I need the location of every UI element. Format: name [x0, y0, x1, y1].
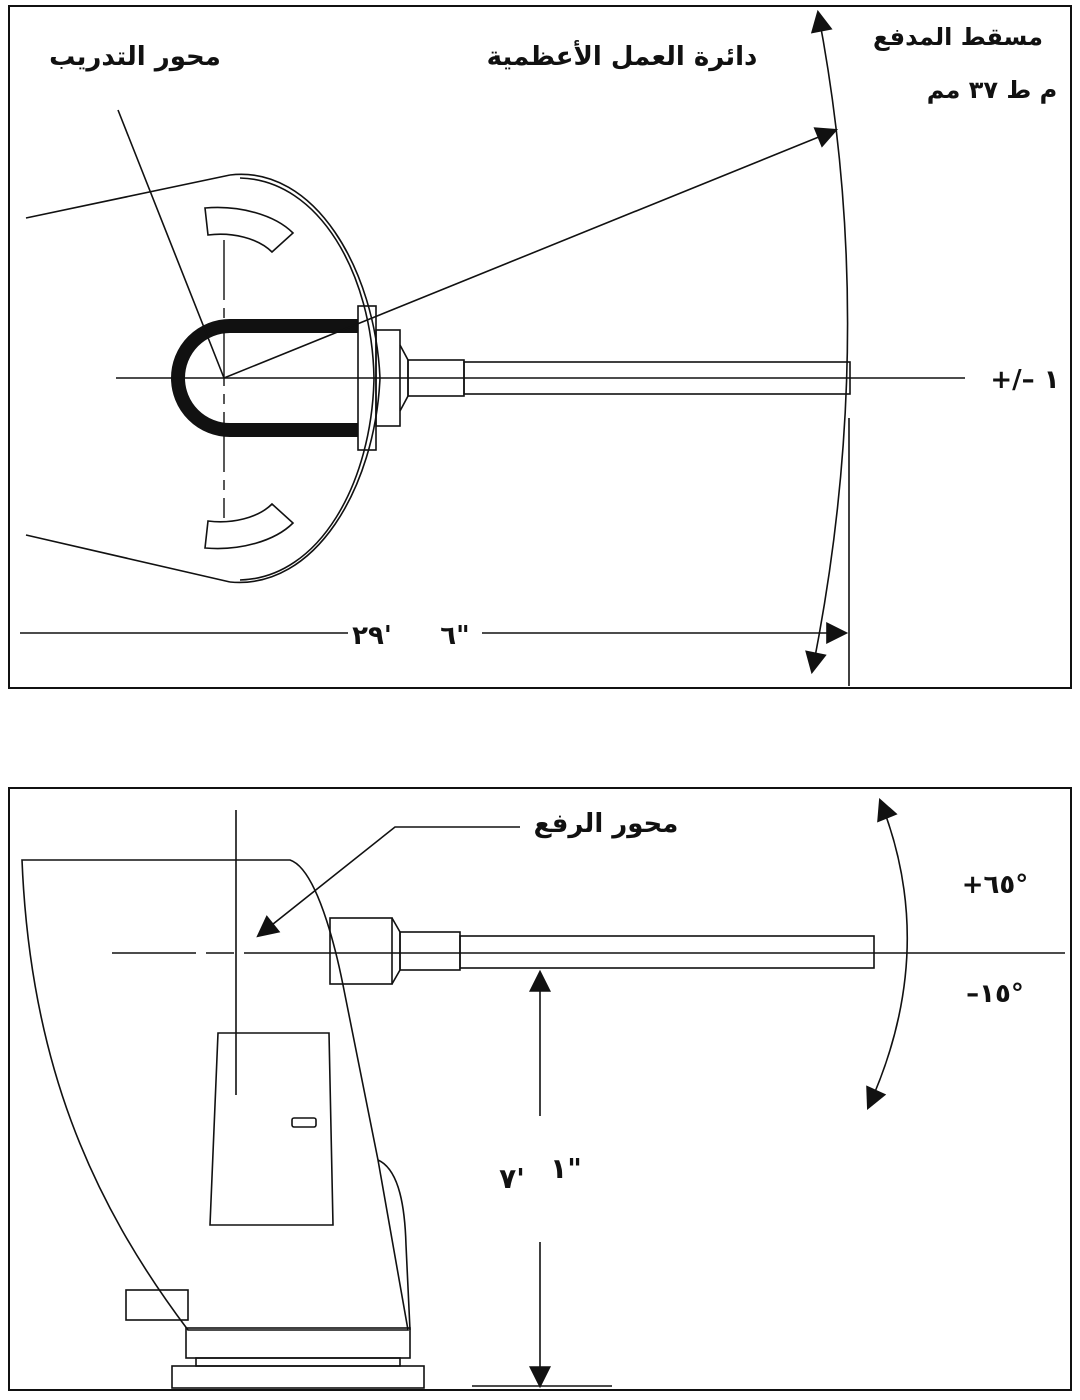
centerline-tolerance: +/– ١: [990, 365, 1059, 395]
top-view-panel: محور التدريب دائرة العمل الأعظمية مسقط ا…: [8, 5, 1072, 689]
training-axis-pointer: [117, 109, 225, 379]
rear-box: [125, 1289, 189, 1321]
mount-upper-edge: [25, 174, 231, 219]
max-radius-arrow: [223, 127, 839, 379]
mount-lower-edge: [25, 534, 231, 583]
max-working-circle-label: دائرة العمل الأعظمية: [487, 40, 758, 72]
height-feet: ٧': [499, 1162, 525, 1195]
max-working-arc: [805, 9, 849, 675]
base-plate: [171, 1365, 425, 1389]
gun-model-label: م ط ٣٧ مم: [927, 76, 1058, 104]
base-step: [195, 1357, 401, 1367]
rear-hump: [377, 1159, 411, 1331]
lower-slot: [204, 502, 295, 550]
side-view-panel: محور الرفع +٦٥° –١٥° ٧' ١": [8, 787, 1072, 1391]
max-elevation-label: +٦٥°: [962, 870, 1029, 900]
elevation-axis-label: محور الرفع: [534, 809, 679, 839]
min-depression-label: –١٥°: [966, 979, 1024, 1009]
length-inches: ٦": [440, 621, 469, 651]
turret-body: [21, 859, 409, 1331]
mount-shield-inner: [239, 177, 375, 581]
height-inches: ١": [550, 1152, 582, 1185]
length-feet: ٢٩': [352, 621, 392, 651]
side-view-frame: [8, 787, 1072, 1391]
elevation-arc: [866, 797, 909, 1111]
upper-slot: [204, 206, 295, 254]
side-barrel: [459, 935, 875, 969]
training-axis-label: محور التدريب: [49, 42, 221, 72]
top-view-frame: [8, 5, 1072, 689]
mantlet-transition: [391, 917, 401, 985]
door-handle: [291, 1117, 317, 1128]
gun-projection-label: مسقط المدفع: [873, 23, 1043, 51]
elevation-axis-pointer: [256, 826, 520, 938]
mantlet: [329, 917, 393, 985]
side-barrel-jacket: [399, 931, 461, 971]
access-door: [209, 1032, 334, 1226]
base-ring: [185, 1327, 411, 1359]
